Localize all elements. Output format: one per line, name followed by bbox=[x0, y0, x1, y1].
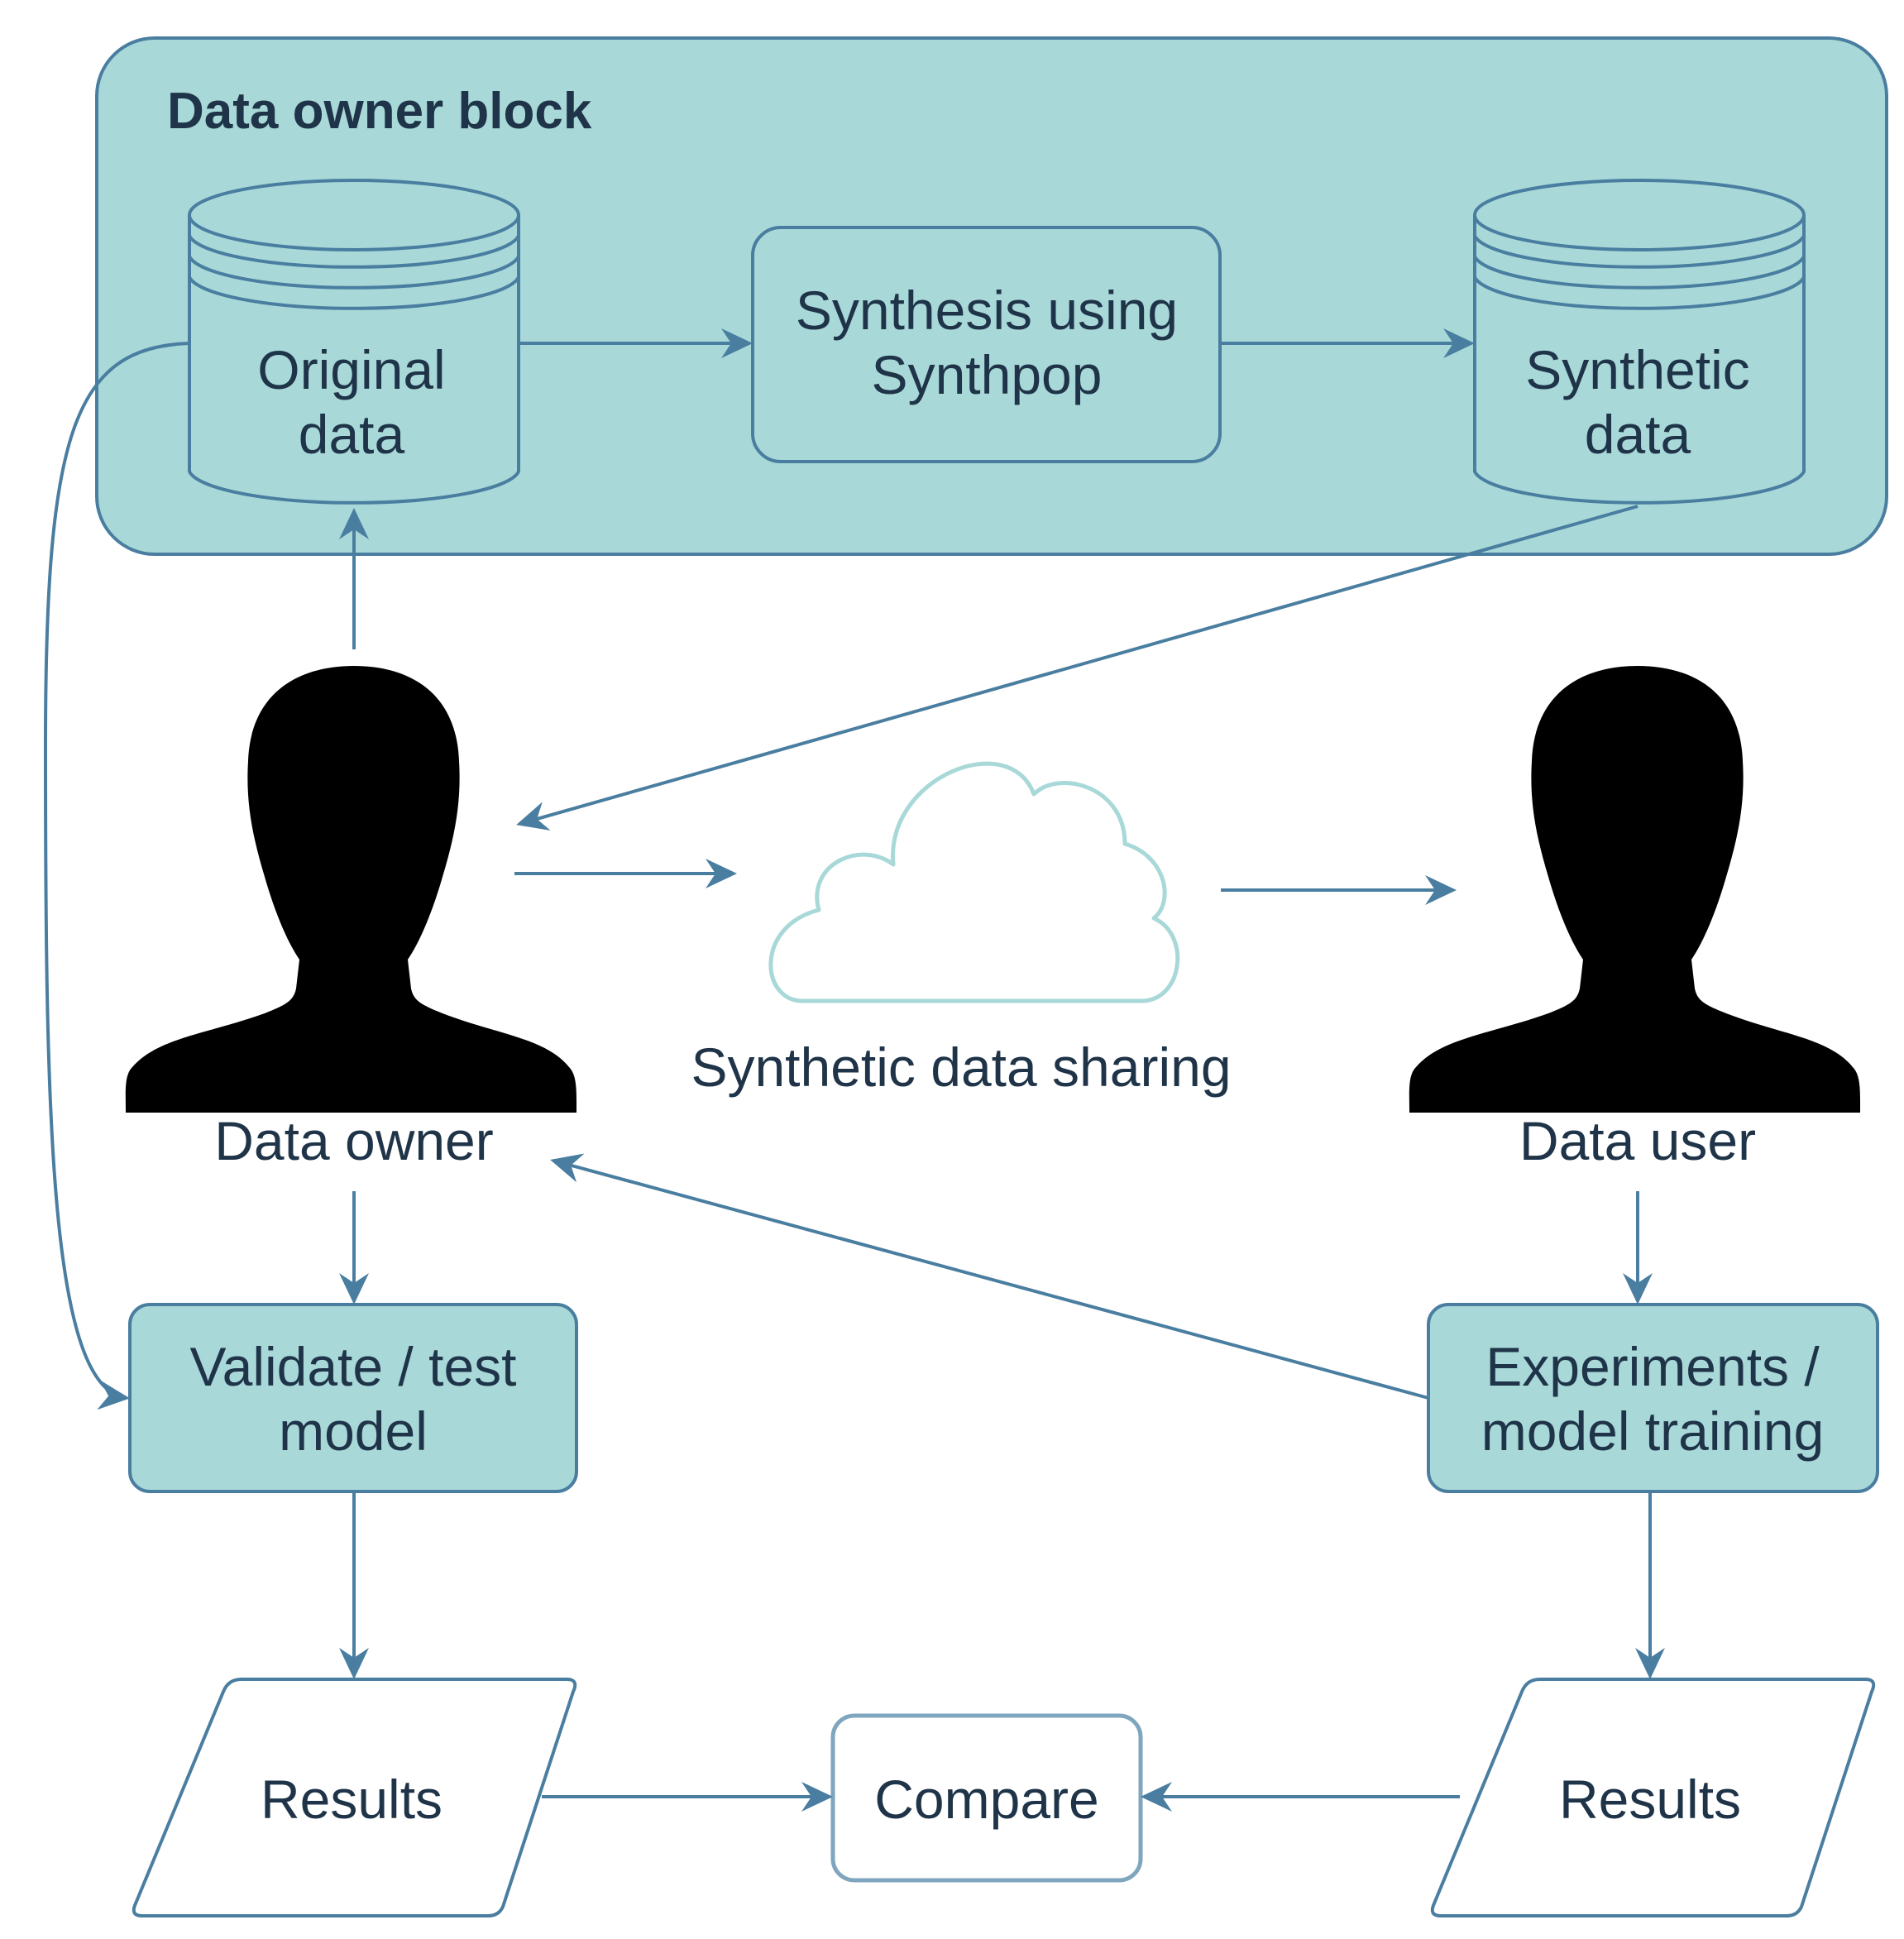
experiments-label-line2: model training bbox=[1481, 1400, 1825, 1462]
validate-label-line1: Validate / test bbox=[189, 1336, 516, 1397]
connectors bbox=[43, 328, 1665, 1812]
cloud-icon bbox=[768, 761, 1180, 1003]
experiments-label-line1: Experiments / bbox=[1485, 1336, 1820, 1397]
original-data-label-line2: data bbox=[299, 404, 405, 465]
compare-label: Compare bbox=[874, 1769, 1098, 1830]
data-user-label: Data user bbox=[1519, 1110, 1756, 1171]
synthesis-label-line2: Synthpop bbox=[872, 344, 1103, 405]
original-data-label-line1: Original bbox=[257, 339, 445, 400]
synthesis-process-box[interactable]: Synthesis using Synthpop bbox=[751, 226, 1222, 463]
synthetic-data-label-line1: Synthetic bbox=[1525, 339, 1749, 400]
data-owner-block-title: Data owner block bbox=[167, 83, 592, 140]
data-owner-label: Data owner bbox=[214, 1110, 494, 1171]
synthesis-label-line1: Synthesis using bbox=[796, 280, 1178, 341]
results-right-label: Results bbox=[1559, 1769, 1741, 1830]
results-left-parallelogram[interactable]: Results bbox=[132, 1678, 577, 1917]
synthetic-data-database-icon[interactable]: Synthetic data bbox=[1473, 179, 1806, 505]
synthetic-data-sharing-label: Synthetic data sharing bbox=[691, 1037, 1231, 1098]
validate-model-box[interactable]: Validate / test model bbox=[128, 1303, 578, 1493]
data-owner-person-icon bbox=[125, 666, 577, 1113]
results-left-label: Results bbox=[261, 1769, 443, 1830]
results-right-parallelogram[interactable]: Results bbox=[1430, 1678, 1876, 1917]
experiments-model-training-box[interactable]: Experiments / model training bbox=[1427, 1303, 1879, 1493]
validate-label-line2: model bbox=[279, 1400, 428, 1462]
compare-box[interactable]: Compare bbox=[830, 1713, 1143, 1883]
arrow-synthetic-to-owner bbox=[516, 505, 1638, 831]
synthetic-data-label-line2: data bbox=[1585, 404, 1691, 465]
arrow-experiments-to-owner bbox=[550, 1153, 1429, 1400]
arrow-original-to-validate bbox=[43, 342, 190, 1410]
original-data-database-icon[interactable]: Original data bbox=[188, 179, 520, 505]
data-user-person-icon bbox=[1409, 666, 1861, 1113]
